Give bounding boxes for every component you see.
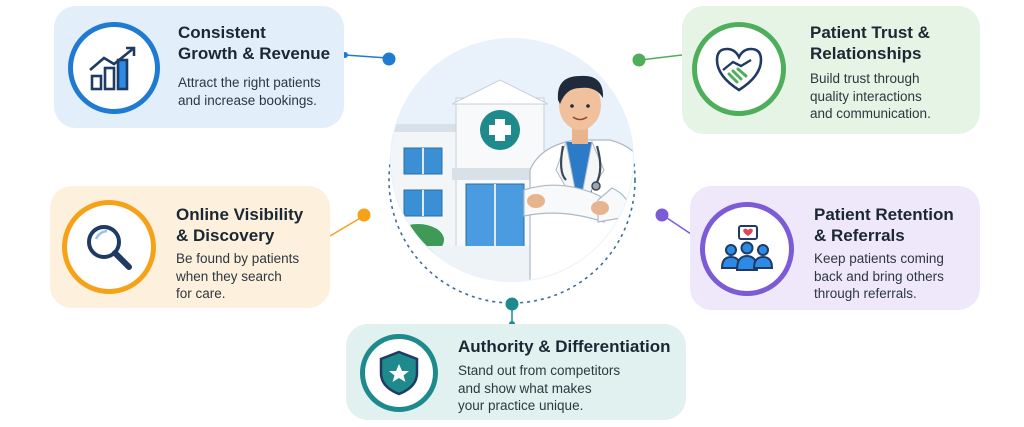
magnifier-icon <box>87 225 132 270</box>
card-patient-retention: Patient Retention & Referrals Keep patie… <box>690 186 980 310</box>
doctor-arms <box>523 184 605 223</box>
card-growth-revenue: Consistent Growth & Revenue Attract the … <box>54 6 344 128</box>
connector-dot-trust <box>632 53 646 67</box>
visibility-title: Online Visibility & Discovery <box>176 205 304 245</box>
retention-icon-ring <box>700 202 794 296</box>
trust-title: Patient Trust & Relationships <box>810 23 930 63</box>
growth-description: Attract the right patients and increase … <box>178 75 321 108</box>
shield-star-icon <box>379 350 419 396</box>
bush <box>391 185 394 245</box>
trust-description: Build trust through quality interactions… <box>810 71 931 121</box>
connector-dot-visibility <box>357 208 371 222</box>
connector-growth <box>344 54 389 59</box>
trust-icon-ring <box>692 22 786 116</box>
connector-trust <box>639 54 683 61</box>
growth-icon-ring <box>68 22 160 114</box>
group-heart-icon <box>720 225 774 271</box>
bush <box>614 218 633 254</box>
retention-description: Keep patients coming back and bring othe… <box>814 251 944 301</box>
retention-title: Patient Retention & Referrals <box>814 205 954 245</box>
visibility-description: Be found by patients when they search fo… <box>176 251 300 301</box>
doctor-head <box>559 80 601 130</box>
connector-dot-retention <box>655 208 669 222</box>
doctor-hair <box>557 75 604 104</box>
card-patient-trust: Patient Trust & Relationships Build trus… <box>682 6 980 134</box>
orbit-ring <box>388 56 636 304</box>
heart-handshake-icon <box>715 47 763 92</box>
growth-title: Consistent Growth & Revenue <box>178 23 331 63</box>
visibility-icon-ring <box>62 200 156 294</box>
card-authority-differentiation: Authority & Differentiation Stand out fr… <box>346 324 686 420</box>
growth-chart-icon <box>89 46 136 91</box>
connector-visibility <box>329 216 363 237</box>
card-online-visibility: Online Visibility & Discovery Be found b… <box>50 186 330 308</box>
connector-dot-authority <box>505 297 519 311</box>
connector-dot-growth <box>382 52 396 66</box>
authority-description: Stand out from competitors and show what… <box>458 363 621 413</box>
authority-icon-ring <box>360 334 438 412</box>
connector-retention <box>663 215 695 237</box>
authority-title: Authority & Differentiation <box>458 337 671 356</box>
